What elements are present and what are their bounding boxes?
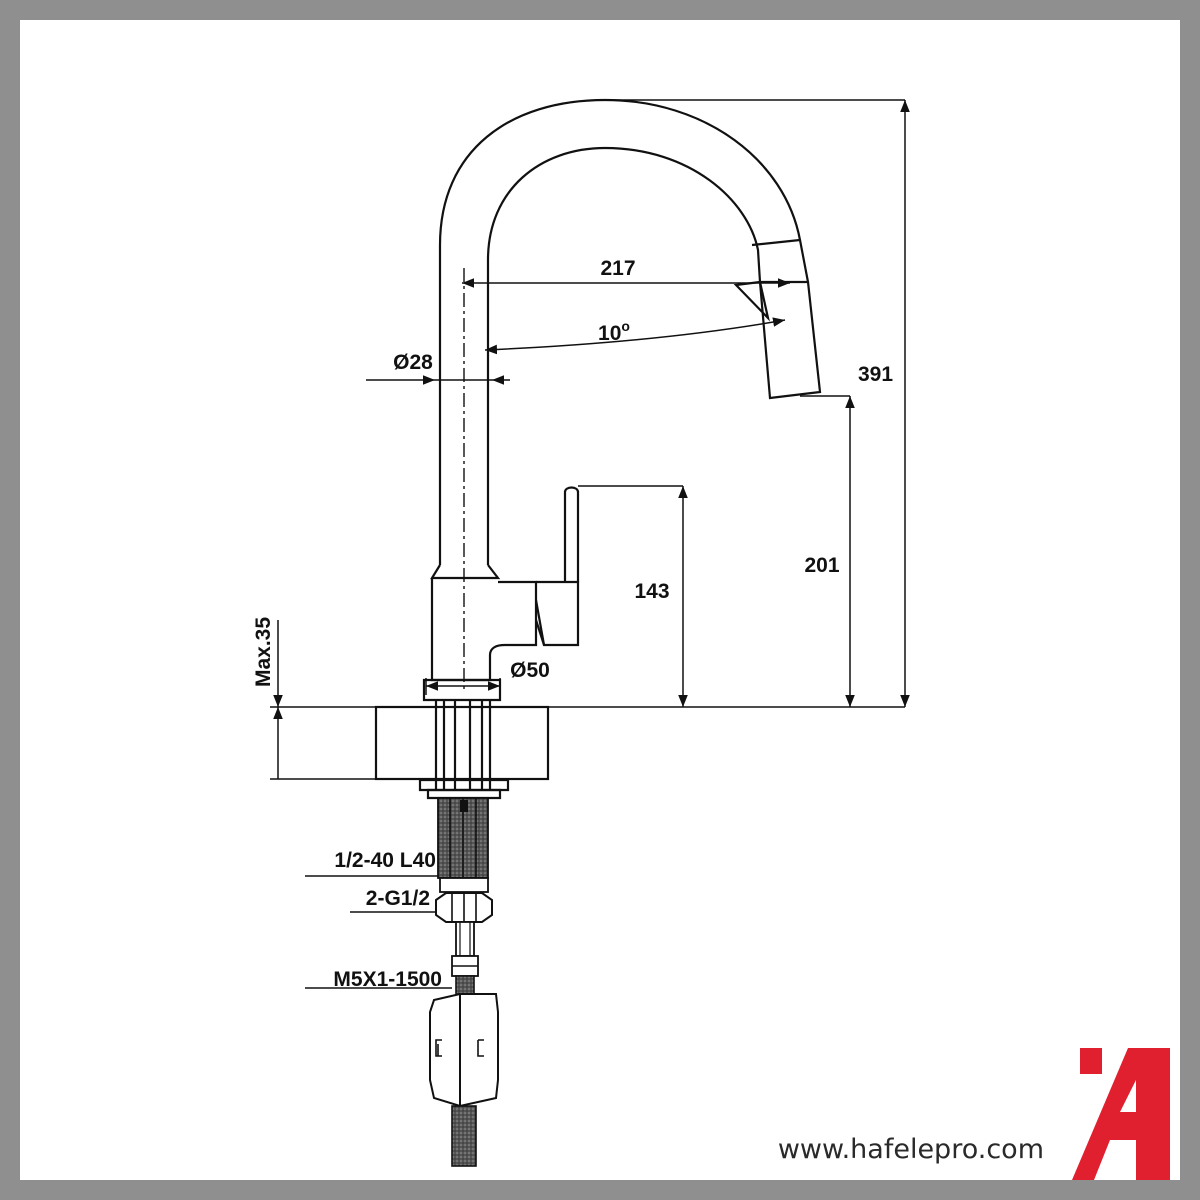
- faucet-outline: [374, 98, 822, 800]
- spout-inner: [486, 146, 762, 565]
- dimension-lines: [270, 99, 910, 989]
- label-10-degree: 10o: [598, 318, 630, 345]
- label-bolt: M5X1-1500: [333, 968, 442, 991]
- label-connector: 2-G1/2: [366, 887, 430, 910]
- mounting-block: [374, 705, 550, 781]
- website-url: www.hafelepro.com: [778, 1134, 1044, 1165]
- label-391: 391: [858, 363, 893, 386]
- label-max-35: Max.35: [252, 617, 275, 687]
- dimension-labels: 217 10o Ø28 391 201 143 Ø50 Max.35 1/2-4…: [252, 257, 893, 991]
- label-diameter-28: Ø28: [393, 351, 433, 374]
- spray-head: [758, 280, 822, 400]
- hose-weight: [429, 993, 499, 1108]
- label-143: 143: [634, 580, 669, 603]
- label-diameter-50: Ø50: [510, 659, 550, 682]
- lever-handle: [563, 486, 580, 582]
- brand-logo-icon: [1072, 1048, 1170, 1180]
- supply-hoses: [429, 797, 499, 1167]
- faucet-body: [430, 578, 538, 682]
- drawing-paper: [20, 20, 1180, 1180]
- label-217: 217: [600, 257, 635, 280]
- label-hose-thread: 1/2-40 L40: [334, 849, 436, 872]
- label-201: 201: [804, 554, 839, 577]
